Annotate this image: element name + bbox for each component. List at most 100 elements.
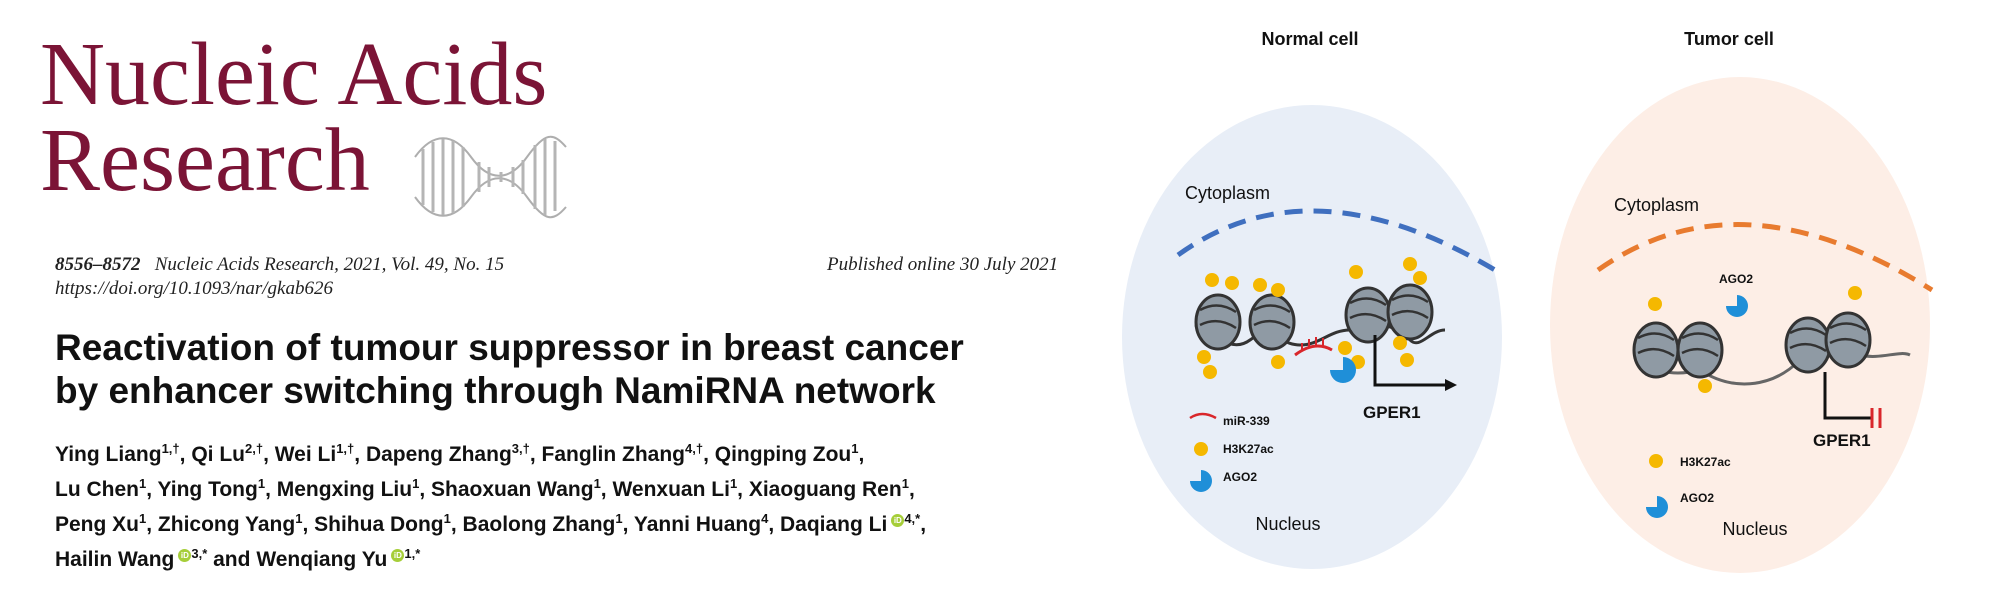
mirna-legend-icon xyxy=(1189,412,1217,420)
author-affiliation-sup: 1 xyxy=(615,511,623,526)
normal-nucleosome-3 xyxy=(1344,286,1392,344)
author-affiliation-sup: 2,† xyxy=(244,441,264,456)
tumor-ago2-label: AGO2 xyxy=(1719,272,1753,286)
normal-nucleus-label: Nucleus xyxy=(1255,514,1320,534)
arrowhead-icon xyxy=(1445,379,1457,391)
tumor-nucleus-label: Nucleus xyxy=(1722,519,1787,539)
author-name[interactable]: Daqiang Li xyxy=(779,513,888,536)
mir339-strand xyxy=(1294,344,1333,357)
author-separator: , xyxy=(302,513,315,536)
author-entry: Qi Lu2,†, xyxy=(191,441,275,466)
author-affiliation-sup: 1 xyxy=(593,476,601,491)
citation-doi[interactable]: https://doi.org/10.1093/nar/gkab626 xyxy=(55,278,333,299)
author-separator: , xyxy=(265,478,277,501)
normal-cytoplasm-label: Cytoplasm xyxy=(1185,183,1270,203)
normal-gene-label: GPER1 xyxy=(1363,403,1421,422)
author-name[interactable]: Yanni Huang xyxy=(633,513,762,536)
author-name[interactable]: Ying Liang xyxy=(55,443,162,466)
author-name[interactable]: Shaoxuan Wang xyxy=(430,478,594,501)
author-affiliation-sup: 3,† xyxy=(511,441,530,456)
author-separator: , xyxy=(908,478,915,501)
author-entry: Wenxuan Li1, xyxy=(612,476,748,501)
journal-logo: Nucleic Acids Research xyxy=(40,30,567,219)
author-separator: , xyxy=(920,513,927,536)
article-title: Reactivation of tumour suppressor in bre… xyxy=(55,326,1065,412)
author-name[interactable]: Ying Tong xyxy=(157,478,258,501)
author-name[interactable]: Baolong Zhang xyxy=(462,513,616,536)
author-affiliation-sup: 1 xyxy=(139,476,147,491)
author-separator: and xyxy=(207,548,257,571)
tumor-nucleosome-4 xyxy=(1824,311,1872,369)
author-entry: Yanni Huang4, xyxy=(633,511,780,536)
tumor-h3k27ac-legend-icon xyxy=(1649,454,1663,468)
author-separator: , xyxy=(146,478,158,501)
normal-cell-heading: Normal cell xyxy=(1261,29,1358,49)
author-entry: Qingping Zou1, xyxy=(714,441,865,466)
tumor-nuclear-membrane xyxy=(1596,222,1934,293)
orcid-icon[interactable]: iD xyxy=(391,549,405,562)
author-separator: , xyxy=(529,443,542,466)
author-name[interactable]: Hailin Wang xyxy=(55,548,175,571)
orcid-icon[interactable]: iD xyxy=(891,514,905,527)
orcid-icon[interactable]: iD xyxy=(178,549,192,562)
author-affiliation-sup: 1 xyxy=(851,441,859,456)
author-entry: Xiaoguang Ren1, xyxy=(748,476,915,501)
tumor-ago2-legend-icon xyxy=(1646,496,1668,518)
author-name[interactable]: Peng Xu xyxy=(55,513,140,536)
author-affiliation-sup: 1,† xyxy=(161,441,180,456)
h3k27ac-legend-icon xyxy=(1194,442,1208,456)
author-separator: , xyxy=(263,443,275,466)
author-name[interactable]: Wenqiang Yu xyxy=(256,548,388,571)
author-affiliation-sup: 1 xyxy=(443,511,451,526)
citation-reference: Nucleic Acids Research, 2021, Vol. 49, N… xyxy=(154,254,505,275)
author-separator: , xyxy=(179,443,192,466)
repression-bar-icon xyxy=(1870,408,1882,428)
author-name[interactable]: Qingping Zou xyxy=(714,443,852,466)
tumor-nucleosome-2 xyxy=(1676,321,1724,379)
legend-ago2: AGO2 xyxy=(1223,470,1257,484)
author-affiliation-sup: 1 xyxy=(729,476,738,491)
normal-cell-body xyxy=(1122,105,1502,569)
author-name[interactable]: Xiaoguang Ren xyxy=(748,478,902,501)
graphical-abstract: Normal cell Cytoplasm GPER1 miR-339 xyxy=(1122,29,1934,573)
gper1-activation-arrow xyxy=(1373,335,1445,387)
author-name[interactable]: Fanglin Zhang xyxy=(541,443,686,466)
author-name[interactable]: Mengxing Liu xyxy=(276,478,413,501)
author-separator: , xyxy=(622,513,634,536)
author-name[interactable]: Wenxuan Li xyxy=(612,478,730,501)
author-entry: Peng Xu1, xyxy=(55,511,158,536)
author-entry: Dapeng Zhang3,†, xyxy=(365,441,542,466)
author-separator: , xyxy=(768,513,780,536)
author-name[interactable]: Zhicong Yang xyxy=(157,513,296,536)
author-name[interactable]: Dapeng Zhang xyxy=(365,443,512,466)
author-entry: Baolong Zhang1, xyxy=(462,511,634,536)
author-entry: Fanglin Zhang4,†, xyxy=(541,441,715,466)
ago2-legend-icon xyxy=(1190,470,1212,492)
legend-mir339: miR-339 xyxy=(1223,414,1270,428)
author-affiliation-sup: 1 xyxy=(139,511,147,526)
tumor-cell-heading: Tumor cell xyxy=(1684,29,1774,49)
author-separator: , xyxy=(354,443,366,466)
author-entry: Mengxing Liu1, xyxy=(276,476,431,501)
tumor-ago2-icon xyxy=(1726,295,1748,317)
author-name[interactable]: Shihua Dong xyxy=(314,513,444,536)
author-entry: Ying Tong1, xyxy=(157,476,277,501)
normal-nuclear-membrane xyxy=(1176,208,1497,273)
tumor-legend-ago2: AGO2 xyxy=(1680,491,1714,505)
tumor-cell-body xyxy=(1550,77,1930,573)
author-entry: Lu Chen1, xyxy=(55,476,158,501)
author-name[interactable]: Wei Li xyxy=(274,443,337,466)
author-name[interactable]: Qi Lu xyxy=(191,443,245,466)
author-affiliation-sup: 3,* xyxy=(191,546,208,561)
tumor-cytoplasm-label: Cytoplasm xyxy=(1614,195,1699,215)
author-affiliation-sup: 1 xyxy=(295,511,303,526)
author-entry: Ying Liang1,†, xyxy=(55,441,192,466)
normal-nucleosome-4 xyxy=(1386,283,1434,341)
author-name[interactable]: Lu Chen xyxy=(55,478,139,501)
normal-h3k27ac-marks xyxy=(1197,257,1427,379)
article-title-line2: by enhancer switching through NamiRNA ne… xyxy=(55,370,936,411)
author-affiliation-sup: 1 xyxy=(901,476,909,491)
